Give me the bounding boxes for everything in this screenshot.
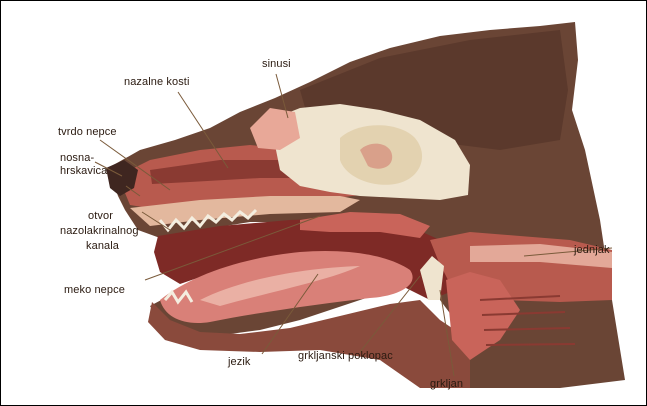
label-hrskavica: hrskavica — [60, 165, 107, 178]
label-tvrdo-nepce: tvrdo nepce — [58, 126, 117, 139]
label-kanala: kanala — [86, 240, 119, 253]
label-grkljan: grkljan — [430, 378, 463, 391]
label-meko-nepce: meko nepce — [64, 284, 125, 297]
label-grkljanski-poklopac: grkljanski poklopac — [298, 350, 393, 363]
label-nazolakrinalnog: nazolakrinalnog — [60, 225, 139, 238]
label-nazalne-kosti: nazalne kosti — [124, 76, 190, 89]
label-otvor: otvor — [88, 210, 113, 223]
label-jezik: jezik — [228, 356, 251, 369]
label-nosna: nosna- — [60, 152, 94, 165]
label-jednjak: jednjak — [574, 244, 610, 257]
label-sinusi: sinusi — [262, 58, 291, 71]
